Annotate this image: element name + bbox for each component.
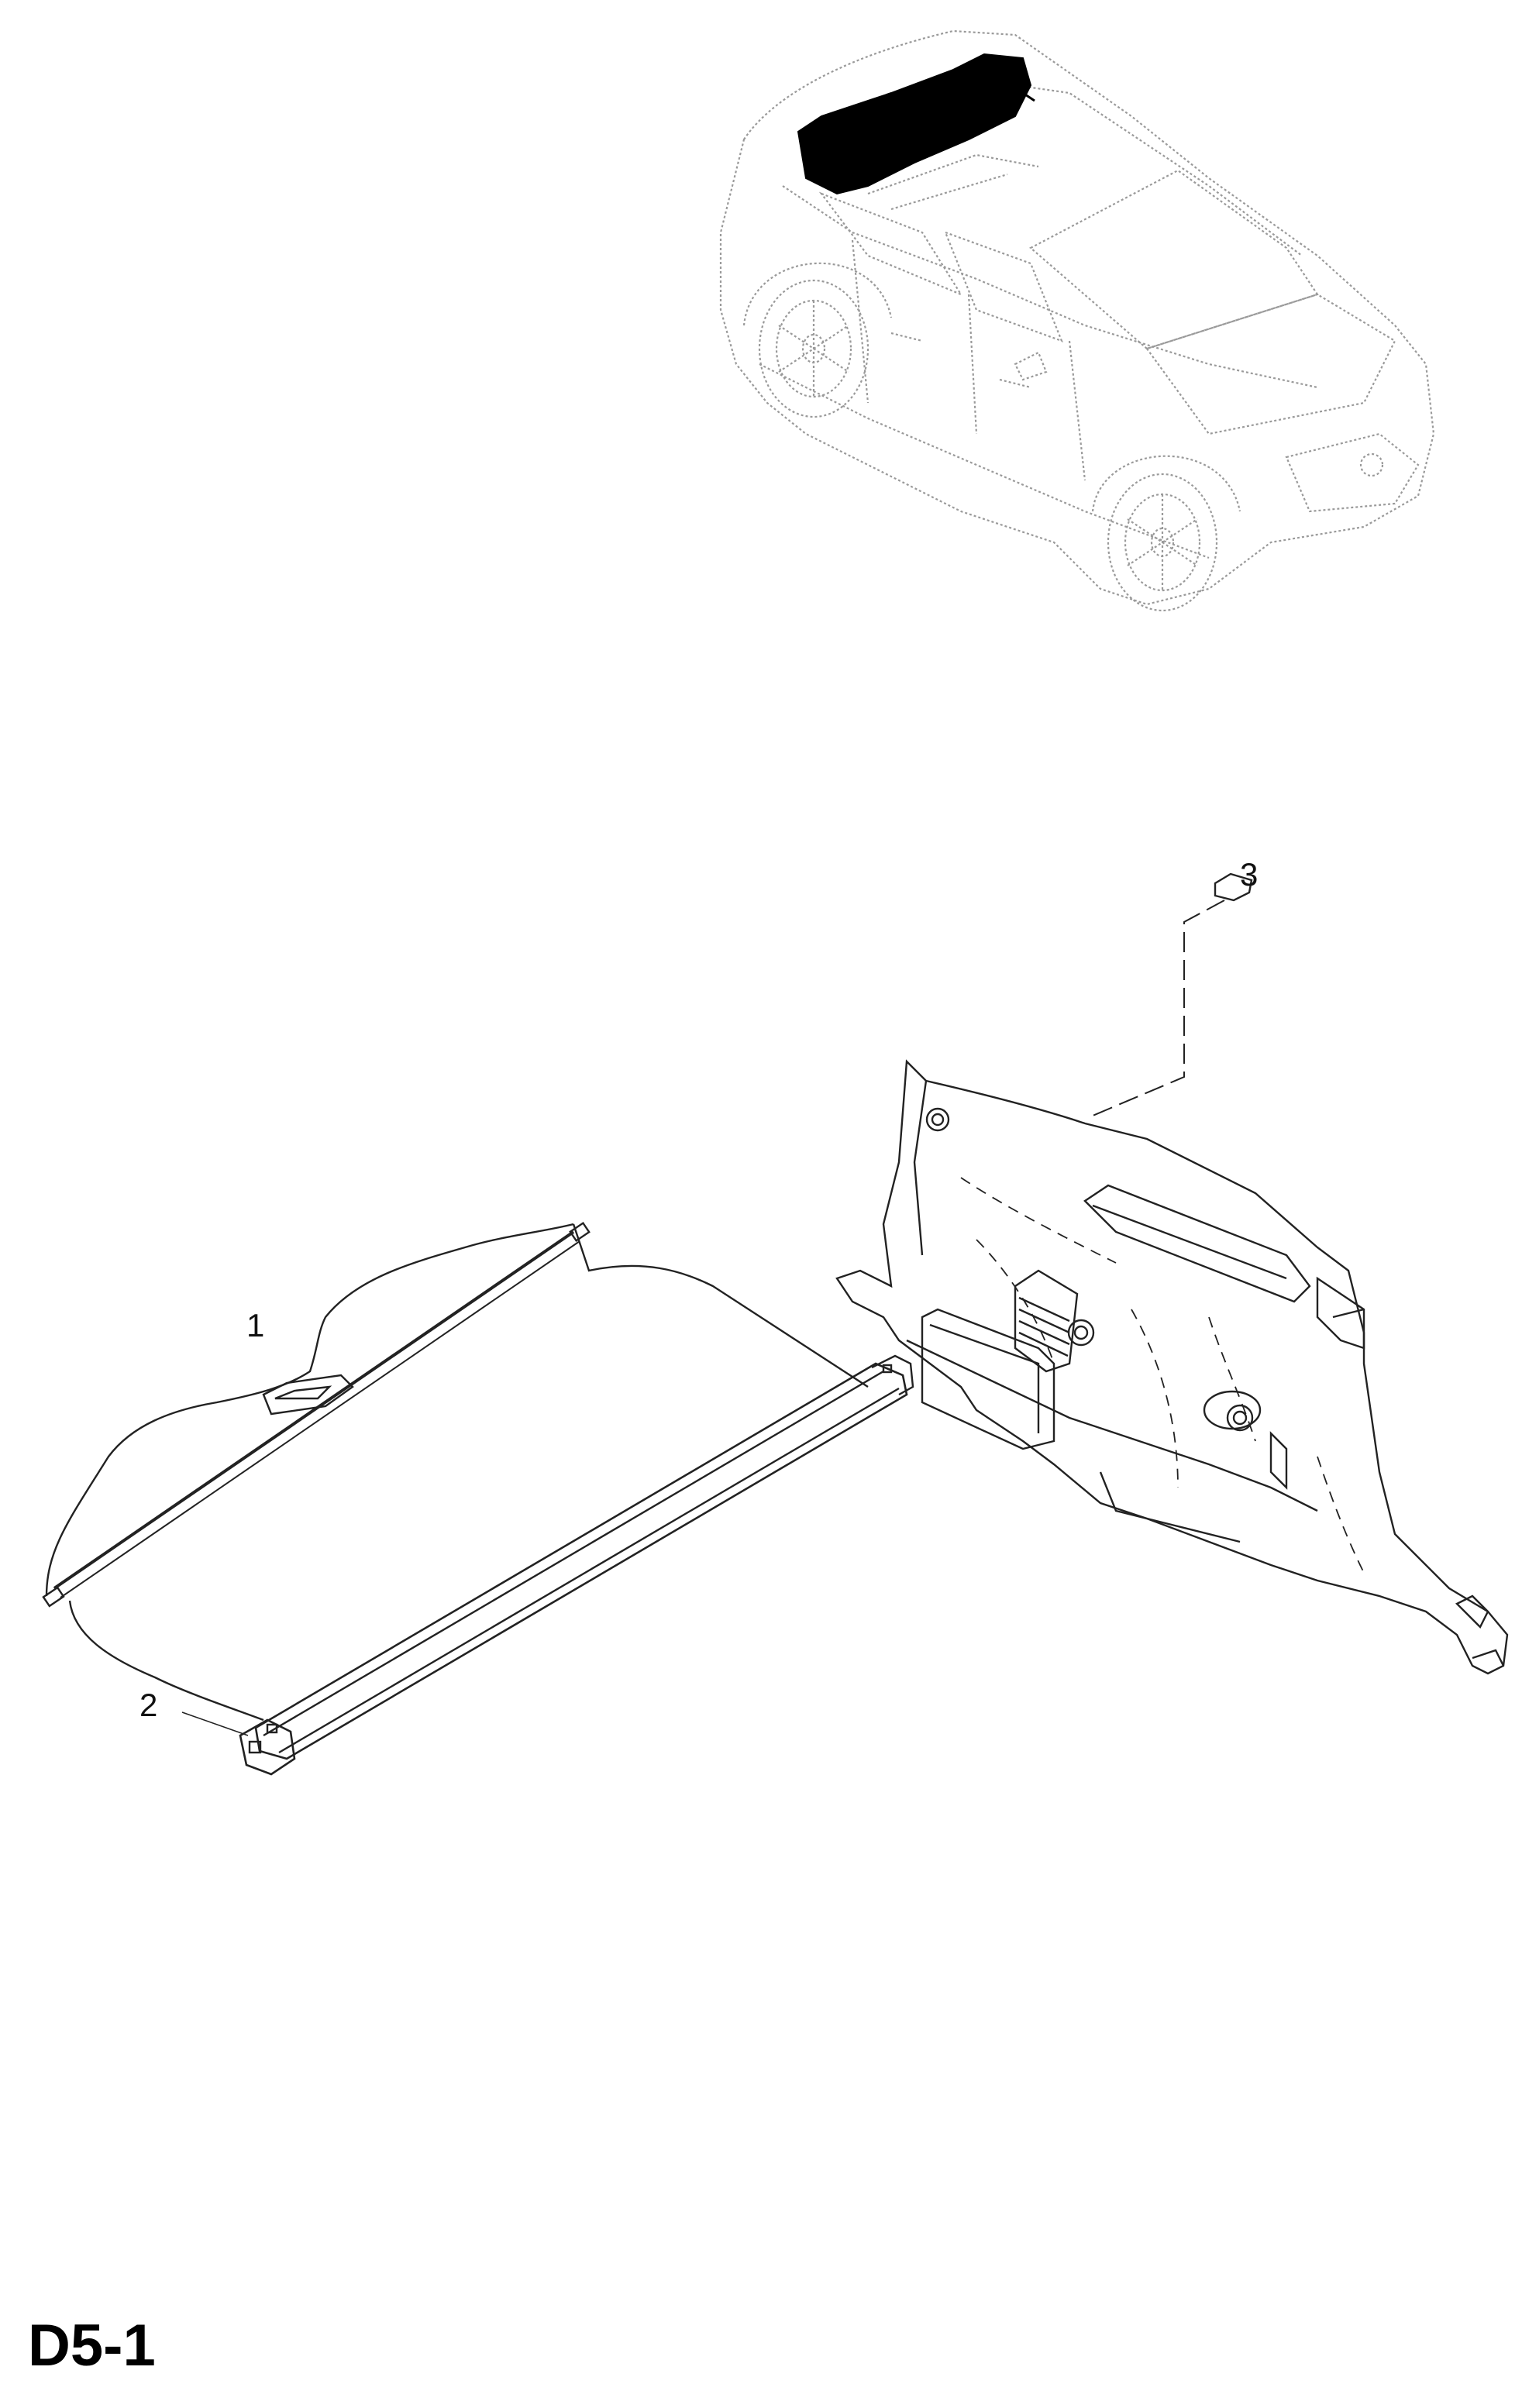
locator-car	[719, 29, 1435, 612]
callout-3: 3	[1240, 856, 1259, 893]
callout-2: 2	[139, 1687, 158, 1723]
clip-part	[1092, 872, 1253, 1116]
rear-quarter-trim	[835, 1059, 1509, 1675]
locator-highlight	[797, 53, 1035, 195]
leader-lines	[181, 1711, 249, 1736]
luggage-cover	[42, 1221, 914, 1776]
page-code: D5-1	[28, 2313, 156, 2379]
callout-1: 1	[246, 1307, 265, 1343]
